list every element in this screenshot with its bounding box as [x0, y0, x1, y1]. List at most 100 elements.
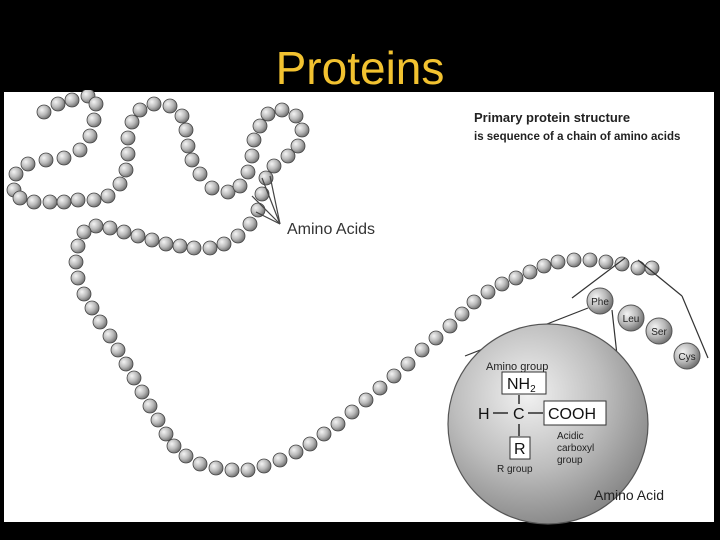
amino-acid-bead	[70, 270, 86, 286]
amino-acid-bead	[316, 426, 332, 442]
amino-acid-bead	[158, 426, 174, 442]
amino-acid-bead	[442, 318, 458, 334]
amino-acid-bead	[118, 162, 134, 178]
amino-acid-bead	[26, 194, 42, 210]
r-box	[509, 436, 531, 460]
amino-acid-bead	[20, 156, 36, 172]
amino-acid-bead	[240, 164, 256, 180]
amino-acid-bead	[204, 180, 220, 196]
amino-acid-bead	[550, 254, 566, 270]
amino-acid-bead	[72, 142, 88, 158]
atom-h: H	[478, 406, 490, 423]
amino-acid-bead	[86, 112, 102, 128]
amino-acid-bead	[118, 356, 134, 372]
amino-acid-bead	[84, 300, 100, 316]
amino-acid-bead	[172, 238, 188, 254]
amino-acid-bead	[358, 392, 374, 408]
amino-acid-bead	[302, 436, 318, 452]
amino-acid-bead	[192, 456, 208, 472]
residue-ser: Ser	[645, 317, 673, 345]
amino-acid-bead	[344, 404, 360, 420]
amino-acid-bead	[166, 438, 182, 454]
amino-acid-bead	[288, 108, 304, 124]
amino-acid-bead	[144, 232, 160, 248]
amino-acid-bead	[566, 252, 582, 268]
amino-acid-bead	[266, 158, 282, 174]
residue-ser-label: Ser	[651, 327, 667, 338]
amino-acid-bead	[290, 138, 306, 154]
amino-acid-bead	[252, 118, 268, 134]
cooh-text: COOH	[548, 406, 596, 423]
r-group-label: R group	[497, 464, 533, 475]
amino-acid-bead	[158, 236, 174, 252]
r-text: R	[514, 441, 526, 458]
amino-acid-bead	[38, 152, 54, 168]
diagram-subheading: is sequence of a chain of amino acids	[474, 131, 680, 143]
residue-phe: Phe	[586, 287, 614, 315]
amino-acid-bead	[216, 236, 232, 252]
amino-acid-bead	[630, 260, 646, 276]
amino-acid-bead	[454, 306, 470, 322]
amino-acid-bead	[240, 462, 256, 478]
bottom-left-mask	[0, 476, 4, 526]
amino-acid-detail: Amino group NH2 H C COOH R Acidic carbox…	[447, 323, 649, 525]
amino-acid-bead	[112, 176, 128, 192]
amino-acid-bead	[162, 98, 178, 114]
amino-acid-bead	[178, 448, 194, 464]
residue-zoom-lines	[571, 257, 709, 359]
amino-acid-bead	[480, 284, 496, 300]
amino-acid-bead	[70, 238, 86, 254]
amino-acid-bead	[178, 122, 194, 138]
residue-cys-label: Cys	[678, 352, 695, 363]
left-edge-mask	[0, 92, 4, 522]
amino-acid-bead	[274, 102, 290, 118]
amino-acid-bead	[186, 240, 202, 256]
amino-acid-bead	[88, 96, 104, 112]
amino-acid-bead	[522, 264, 538, 280]
amino-acid-bead	[230, 228, 246, 244]
residue-cys: Cys	[673, 342, 701, 370]
amino-acid-bead	[242, 216, 258, 232]
right-edge-mask	[714, 92, 720, 522]
protein-diagram: Amino Acids Primary protein structure is…	[0, 90, 720, 526]
amino-acid-bead	[126, 370, 142, 386]
amino-acid-bead	[232, 178, 248, 194]
amino-acid-bead	[82, 128, 98, 144]
amino-acid-bead	[294, 122, 310, 138]
amino-acid-bead	[70, 192, 86, 208]
amino-acid-bead	[372, 380, 388, 396]
amino-acid-bead	[56, 150, 72, 166]
amino-acid-bead	[254, 186, 270, 202]
amino-acid-bead	[134, 384, 150, 400]
amino-acid-bead	[92, 314, 108, 330]
acidic-label-line1: Acidic	[557, 431, 584, 442]
amino-acid-bead	[250, 202, 266, 218]
amino-acid-bead	[102, 328, 118, 344]
amino-acid-bead	[76, 224, 92, 240]
amino-acid-bead	[386, 368, 402, 384]
amino-acid-bead	[258, 170, 274, 186]
diagram-heading: Primary protein structure	[474, 110, 630, 125]
amino-acid-bead	[50, 96, 66, 112]
amino-acid-bead	[192, 166, 208, 182]
residue-leu: Leu	[617, 304, 645, 332]
residue-phe-label: Phe	[591, 297, 609, 308]
amino-acid-bead	[536, 258, 552, 274]
acidic-label-line3: group	[557, 455, 583, 466]
nh2-text: NH2	[507, 376, 536, 395]
amino-acid-bead	[224, 462, 240, 478]
amino-acid-bead	[116, 224, 132, 240]
amino-acid-bead	[150, 412, 166, 428]
amino-acid-bead	[400, 356, 416, 372]
amino-acid-bead	[598, 254, 614, 270]
amino-acid-caption: Amino Acid	[594, 487, 664, 503]
nh2-box	[501, 371, 547, 395]
amino-acid-bead	[120, 146, 136, 162]
amino-acid-bead	[184, 152, 200, 168]
amino-acid-bead	[244, 148, 260, 164]
amino-acid-bead	[260, 106, 276, 122]
atom-c: C	[513, 406, 525, 423]
amino-acid-bead	[124, 114, 140, 130]
amino-acid-bead	[288, 444, 304, 460]
amino-acid-bead	[280, 148, 296, 164]
